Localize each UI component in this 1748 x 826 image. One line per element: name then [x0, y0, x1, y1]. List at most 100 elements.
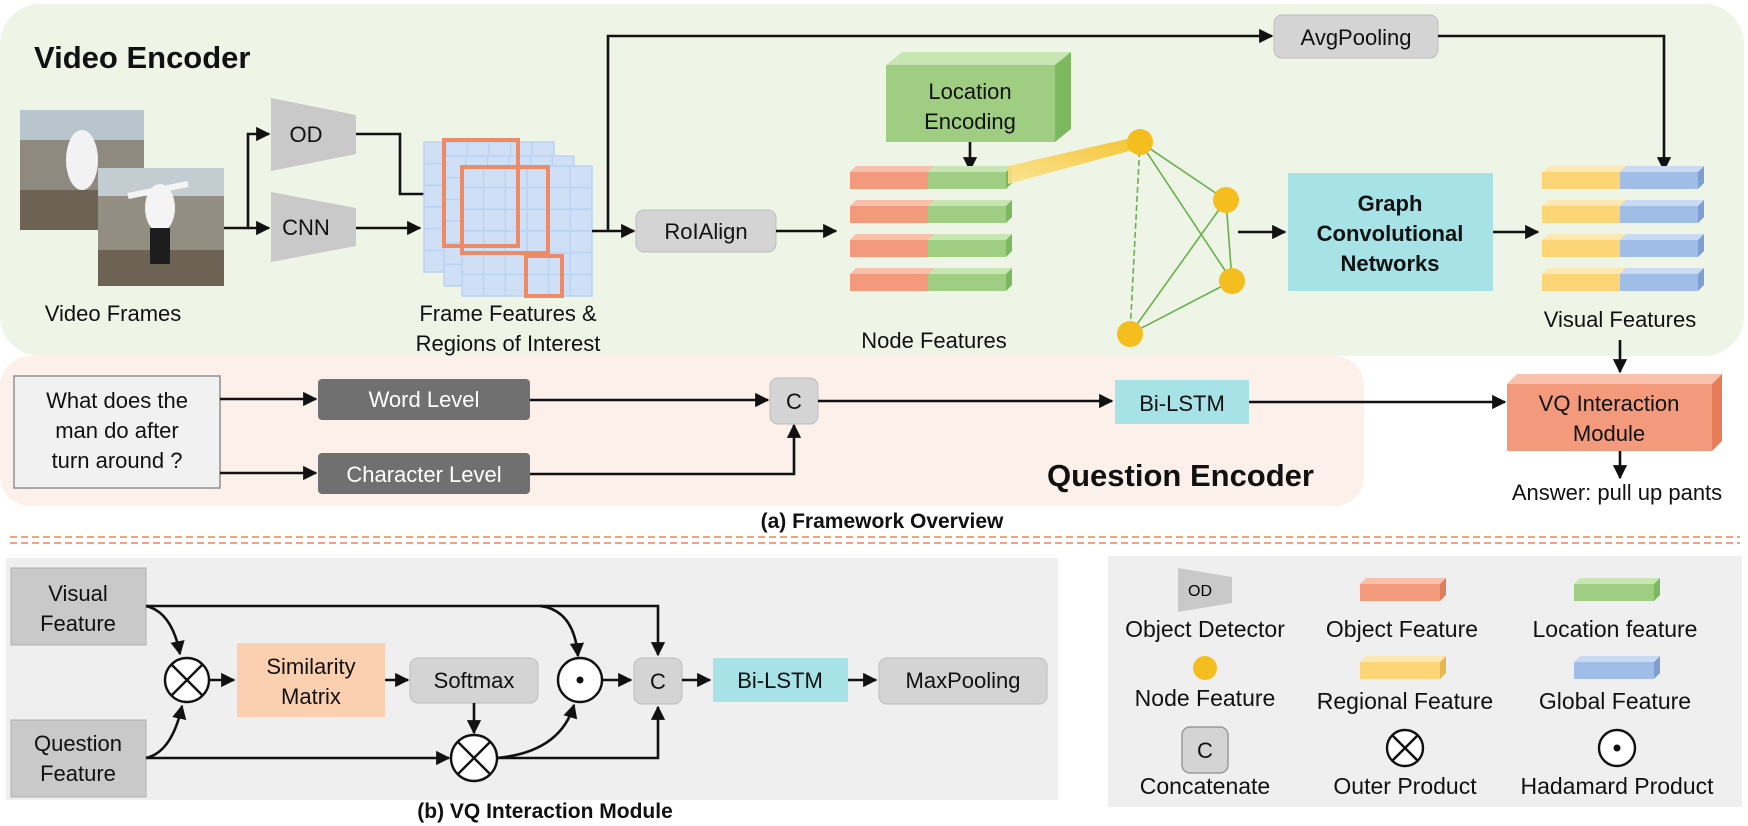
- location-feature-bar-1: [928, 166, 1012, 189]
- projection-beam: [1008, 136, 1140, 184]
- question-line-1: What does the: [46, 388, 188, 413]
- legend-regional-feature-bar: [1360, 656, 1446, 679]
- question-line-2: man do after: [55, 418, 179, 443]
- concat-label: C: [786, 389, 802, 414]
- bilstm-label: Bi-LSTM: [1139, 391, 1225, 416]
- graph-node-3: [1219, 268, 1245, 294]
- roi-box-1: [442, 138, 520, 248]
- bilstm-b-box: [713, 658, 848, 702]
- legend-object-detector: Object Detector: [1125, 616, 1285, 642]
- gcn-label-1: Graph: [1358, 191, 1423, 216]
- legend-node-feature: Node Feature: [1135, 685, 1276, 711]
- global-feature-bar-2: [1620, 200, 1704, 223]
- roi-box-2: [460, 165, 550, 255]
- legend-global-feature: Global Feature: [1539, 688, 1691, 714]
- concat-b-label: C: [650, 669, 666, 694]
- graph: [1129, 141, 1233, 335]
- vq-module-block: [1507, 374, 1722, 451]
- arrow-od-features: [356, 132, 444, 202]
- softmax-label: Softmax: [434, 668, 515, 693]
- gcn-label-3: Networks: [1340, 251, 1439, 276]
- od-label: OD: [290, 122, 323, 147]
- question-line-3: turn around ?: [52, 448, 183, 473]
- object-feature-bar-1: [850, 166, 934, 189]
- node-features: [850, 166, 1012, 291]
- arrow-outer2-hadamard: [496, 703, 578, 760]
- bilstm-box: [1115, 380, 1249, 424]
- global-feature-bar-4: [1620, 268, 1704, 291]
- character-level-label: Character Level: [346, 462, 501, 487]
- character-level-box: [318, 453, 530, 494]
- legend-node-icon: [1193, 656, 1217, 680]
- arrow-question-outer1: [145, 704, 187, 760]
- legend-regional-feature: Regional Feature: [1317, 688, 1493, 714]
- frame-features-label-2: Regions of Interest: [416, 331, 601, 356]
- location-encoding-label-2: Encoding: [924, 109, 1016, 134]
- legend-location-bar: [1574, 578, 1660, 601]
- hadamard-dot: [576, 676, 584, 684]
- arrow-visual-concat-b: [540, 604, 666, 657]
- roialign-label: RoIAlign: [664, 219, 747, 244]
- legend-hadamard-product: Hadamard Product: [1520, 773, 1714, 799]
- avgpooling-label: AvgPooling: [1301, 25, 1412, 50]
- visual-feature-label-2: Feature: [40, 611, 116, 636]
- legend-regional-bar: [1360, 656, 1446, 679]
- node-features-label: Node Features: [861, 328, 1007, 353]
- location-feature-bar-3: [928, 234, 1012, 257]
- frame-feature-maps: [423, 138, 593, 298]
- object-feature-bar-3: [850, 234, 934, 257]
- legend-location-feature-bar: [1574, 578, 1660, 601]
- regional-feature-bar-2: [1542, 200, 1626, 223]
- question-box: [13, 375, 221, 489]
- vq-module-label-1: VQ Interaction: [1539, 391, 1680, 416]
- legend-location-feature: Location feature: [1533, 616, 1698, 642]
- legend-od-icon-text: OD: [1188, 583, 1212, 600]
- roi-box-3: [524, 254, 564, 298]
- question-encoder-title: Question Encoder: [1047, 458, 1314, 493]
- question-feature-label-1: Question: [34, 731, 122, 756]
- graph-node-1: [1127, 129, 1153, 155]
- legend-concat-icon: [1181, 726, 1229, 774]
- video-frames: [20, 110, 224, 286]
- global-feature-bar-1: [1620, 166, 1704, 189]
- gcn-box: [1288, 173, 1493, 291]
- legend-concat-icon-text: C: [1197, 738, 1213, 763]
- visual-features-label: Visual Features: [1544, 307, 1696, 332]
- object-feature-bar-4: [850, 268, 934, 291]
- arrow-question-concat-b: [497, 705, 666, 760]
- visual-features: [1542, 166, 1704, 291]
- outer-product-2-cross: [457, 741, 491, 775]
- location-encoding-block: [886, 52, 1071, 142]
- maxpooling-box: [878, 657, 1048, 705]
- word-level-box: [318, 379, 530, 420]
- object-feature-bar-2: [850, 200, 934, 223]
- legend-concatenate: Concatenate: [1140, 773, 1270, 799]
- location-encoding-label-1: Location: [928, 79, 1011, 104]
- arrow-char-concat: [530, 423, 802, 476]
- similarity-matrix-label-2: Matrix: [281, 684, 341, 709]
- visual-feature-label-1: Visual: [48, 581, 108, 606]
- frame-features-label-1: Frame Features &: [419, 301, 597, 326]
- regional-feature-bar-4: [1542, 268, 1626, 291]
- visual-feature-box: [10, 567, 147, 646]
- outer-product-1-cross: [171, 664, 203, 696]
- legend-outer-product: Outer Product: [1333, 773, 1477, 799]
- cnn-block: [271, 192, 356, 262]
- arrow-frames-branch: [224, 126, 271, 230]
- vq-module-label-2: Module: [1573, 421, 1645, 446]
- similarity-matrix-label-1: Similarity: [266, 654, 355, 679]
- maxpooling-label: MaxPooling: [906, 668, 1021, 693]
- od-block: [271, 98, 356, 171]
- word-level-label: Word Level: [369, 387, 480, 412]
- graph-node-4: [1117, 321, 1143, 347]
- legend-object-feature-bar: [1360, 578, 1446, 601]
- arrow-visual-outer1: [145, 604, 185, 656]
- arrow-avgpool-visual: [1438, 34, 1672, 172]
- arrow-features-avgpool: [606, 28, 1274, 231]
- similarity-matrix-box: [237, 643, 385, 717]
- vq-caption: (b) VQ Interaction Module: [417, 800, 673, 823]
- regional-feature-bar-3: [1542, 234, 1626, 257]
- question-feature-box: [10, 719, 147, 798]
- question-feature-label-2: Feature: [40, 761, 116, 786]
